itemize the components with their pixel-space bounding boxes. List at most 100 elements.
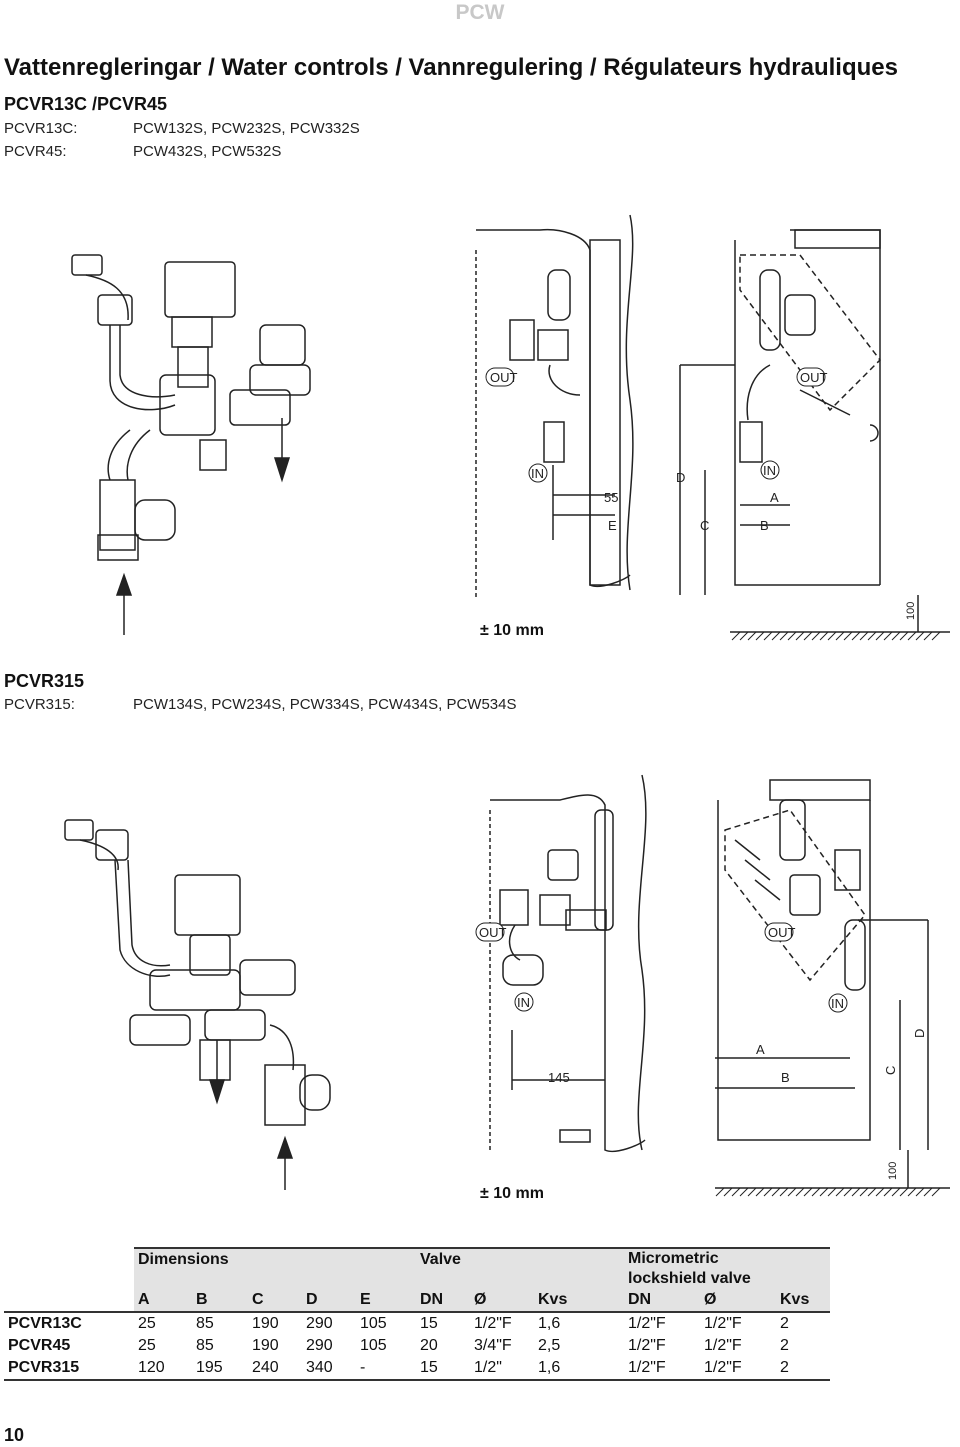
model-label: PCVR13C: [4,120,78,137]
table-row: PCVR315 120 195 240 340 - 15 1/2" 1,6 1/… [4,1357,830,1381]
dim-label: 100 [887,1162,899,1180]
dim-label: C [883,1066,898,1075]
table-cell: 190 [252,1337,279,1354]
table-group-header: Dimensions Valve Micrometric lockshield … [4,1247,830,1289]
table-cell: 1/2"F [700,1357,776,1381]
unit-side-view [475,214,634,600]
table-cell: 340 [302,1357,356,1381]
table-cell: 15 [420,1315,438,1332]
in-label: IN [531,466,544,481]
table-cell: 1/2"F [628,1315,666,1332]
dim-label: D [676,470,685,485]
table-column-header: A B C D E DN Ø Kvs DN Ø Kvs [4,1289,830,1313]
column-header: C [248,1289,302,1313]
column-header: Ø [700,1289,776,1313]
unit-front-view [679,229,881,595]
valve-assembly-illustration [64,819,331,1126]
table-cell: 2 [780,1337,789,1354]
column-header: Ø [470,1289,534,1313]
model-value: PCW132S, PCW232S, PCW332S [133,120,360,137]
tolerance-note: ± 10 mm [480,622,544,639]
unit-side-view [489,774,647,1152]
table-cell: 195 [192,1357,248,1381]
dim-label: A [756,1042,765,1057]
out-label: OUT [490,370,518,385]
out-label: OUT [479,925,507,940]
table-cell: 2 [780,1315,789,1332]
table-cell: 1/2"F [628,1337,666,1354]
dim-label: B [781,1070,790,1085]
table-cell: 1,6 [538,1315,561,1332]
page-title: Vattenregleringar / Water controls / Van… [4,54,898,81]
column-header: D [302,1289,356,1313]
valve-assembly-illustration [71,254,311,561]
table-cell: - [356,1357,416,1381]
table-cell: 290 [306,1337,333,1354]
column-header: Kvs [534,1289,624,1313]
column-header: A [134,1289,192,1313]
out-label: OUT [800,370,828,385]
table-cell: 1/2" [470,1357,534,1381]
table-cell: 105 [360,1315,387,1332]
column-header: E [356,1289,416,1313]
model-label: PCVR315: [4,696,75,713]
table-cell: 105 [360,1337,387,1354]
table-cell: 25 [138,1337,156,1354]
dim-label: 100 [905,602,917,620]
page-number: 10 [4,1425,25,1445]
column-header: DN [416,1289,470,1313]
dimensions-header: Dimensions [134,1247,416,1289]
table-cell: 2 [776,1357,830,1381]
table-cell: 20 [420,1337,438,1354]
row-header: PCVR315 [4,1357,134,1381]
in-label: IN [831,996,844,1011]
dim-label: 145 [548,1070,570,1085]
table-cell: 3/4"F [474,1337,512,1354]
table-cell: 25 [138,1315,156,1332]
micrometric-header: Micrometric lockshield valve [624,1247,830,1289]
section2-drawing: OUT OUT IN IN 145 A B C D 100 [64,774,950,1197]
table-cell: 1/2"F [704,1337,742,1354]
dim-label: E [608,518,617,533]
model-label: PCVR45: [4,143,67,160]
table-cell: 85 [196,1315,214,1332]
section1-drawing: OUT OUT IN IN 55 E D C A B 100 [71,214,950,641]
row-header: PCVR13C [8,1315,82,1332]
table-cell: 1/2"F [474,1315,512,1332]
section2-heading: PCVR315 [4,671,85,691]
table-cell: 240 [248,1357,302,1381]
dimensions-table: Dimensions Valve Micrometric lockshield … [4,1247,830,1381]
model-value: PCW134S, PCW234S, PCW334S, PCW434S, PCW5… [133,696,517,713]
valve-header: Valve [416,1247,624,1289]
dim-label: D [912,1029,927,1038]
column-header: B [192,1289,248,1313]
table-row: PCVR13C 25 85 190 290 105 15 1/2"F 1,6 1… [4,1312,830,1335]
in-label: IN [763,463,776,478]
dim-label: C [700,518,709,533]
table-cell: 85 [196,1337,214,1354]
model-value: PCW432S, PCW532S [133,143,282,160]
table-cell: 190 [252,1315,279,1332]
dim-label: B [760,518,769,533]
dim-label: A [770,490,779,505]
out-label: OUT [768,925,796,940]
table-cell: 290 [306,1315,333,1332]
section-tag: PCW [455,1,505,24]
table-cell: 1/2"F [624,1357,700,1381]
table-cell: 1,6 [534,1357,624,1381]
micrometric-header-line1: Micrometric [628,1250,719,1267]
tolerance-note: ± 10 mm [480,1185,544,1202]
column-header: DN [624,1289,700,1313]
table-cell: 2,5 [538,1337,561,1354]
table-cell: 120 [134,1357,192,1381]
dim-label: 55 [604,490,618,505]
table-cell: 1/2"F [704,1315,742,1332]
table-row: PCVR45 25 85 190 290 105 20 3/4"F 2,5 1/… [4,1335,830,1357]
micrometric-header-line2: lockshield valve [628,1270,751,1287]
table-cell: 15 [416,1357,470,1381]
in-label: IN [517,995,530,1010]
row-header: PCVR45 [8,1337,71,1354]
section1-heading: PCVR13C /PCVR45 [4,94,168,114]
column-header: Kvs [776,1289,830,1313]
unit-front-view [715,779,929,1150]
